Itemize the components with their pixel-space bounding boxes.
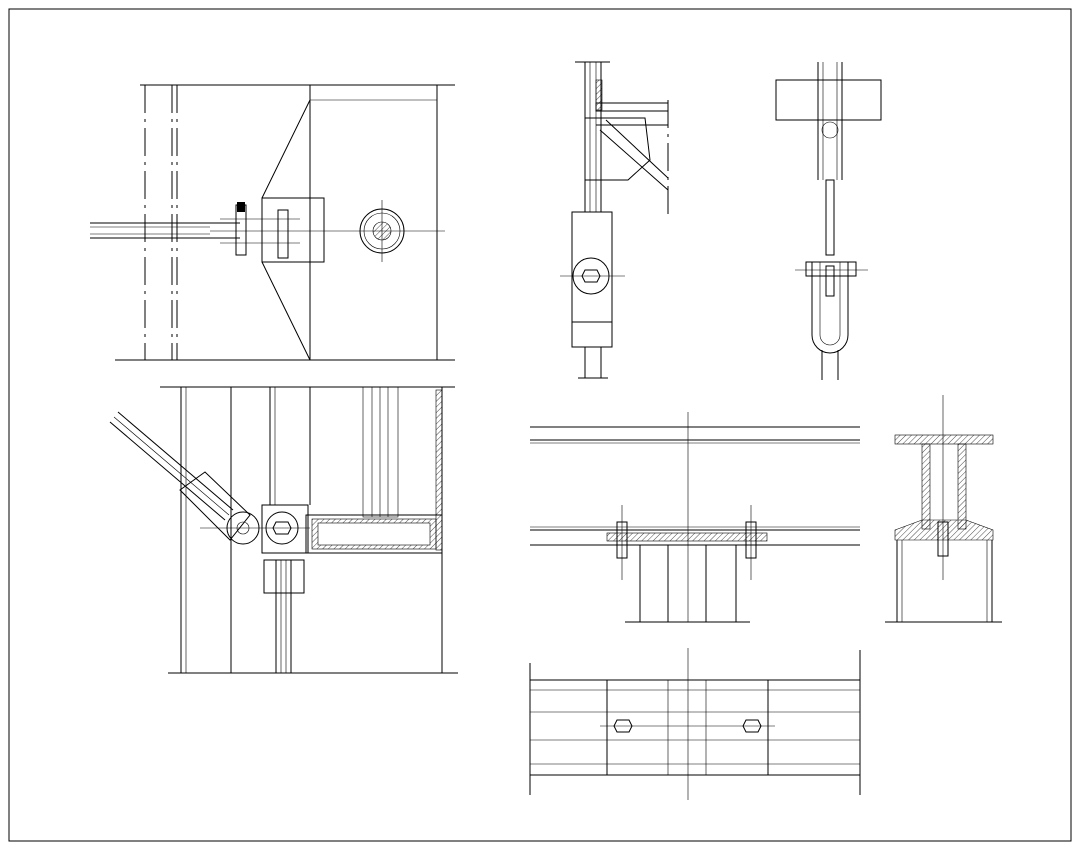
- detail-brace-joint: [109, 386, 458, 674]
- detail-plan-rod-connection: [90, 84, 455, 361]
- detail-elevation-gusset: [560, 61, 669, 379]
- detail-beam-plan: [529, 648, 861, 800]
- detail-i-section: [885, 395, 1002, 623]
- detail-clevis-hanger: [775, 62, 882, 380]
- sheet-border: [8, 8, 1072, 842]
- detail-beam-elevation: [530, 412, 860, 623]
